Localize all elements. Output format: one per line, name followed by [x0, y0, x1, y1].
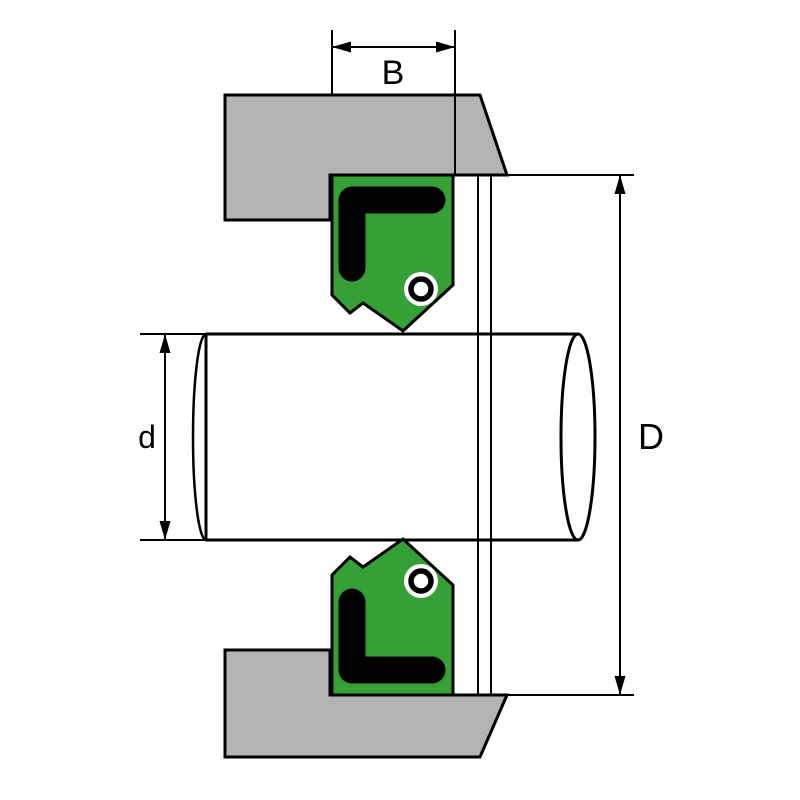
seal-top-garter-spring	[408, 276, 434, 302]
outer-diameter-dimension: D	[507, 174, 664, 696]
shaft	[191, 332, 597, 542]
b-arrowhead-right	[436, 41, 455, 53]
d-label: d	[138, 419, 156, 455]
seal-bottom-garter-spring	[408, 568, 434, 594]
b-arrowhead-left	[332, 41, 351, 53]
shaft-outline	[204, 332, 578, 542]
outer-diameter-label: D	[638, 416, 664, 457]
shaft-left-end-arc	[191, 332, 207, 542]
seal-bottom-metal-insert	[338, 588, 446, 684]
shaft-end-ellipse	[559, 332, 597, 542]
b-label: B	[382, 54, 405, 92]
seal-bottom	[330, 537, 455, 697]
outer-diameter-arrowhead-top	[614, 175, 626, 194]
d-dimension: d	[138, 333, 206, 541]
d-arrowhead-top	[159, 334, 171, 353]
seal-top-metal-insert	[338, 186, 446, 282]
d-arrowhead-bottom	[159, 521, 171, 540]
b-dimension: B	[331, 30, 456, 175]
housing-top-cross-section	[223, 93, 510, 222]
shaft-body	[206, 334, 578, 540]
outer-diameter-arrowhead-bottom	[614, 676, 626, 695]
seal-top	[330, 173, 455, 333]
